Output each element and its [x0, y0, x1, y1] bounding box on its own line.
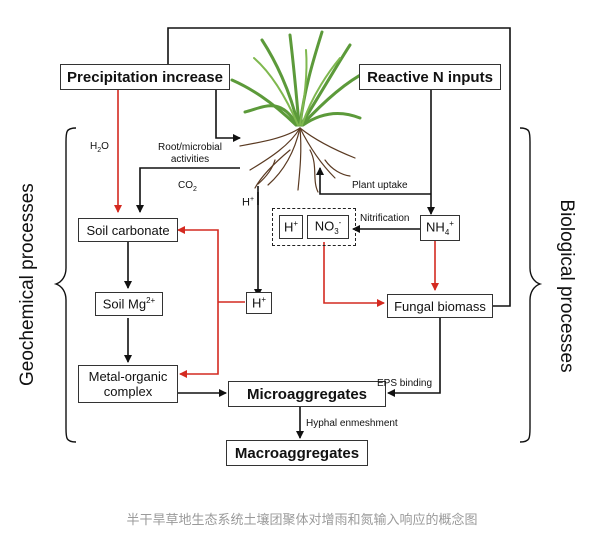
fungal-biomass-box: Fungal biomass [387, 294, 493, 318]
co2-subscript: 2 [193, 186, 197, 193]
soil-carbonate-box: Soil carbonate [78, 218, 178, 242]
metal-organic-line1: Metal-organic [88, 369, 168, 384]
no3-charge: - [338, 218, 342, 228]
macroaggregates-label: Macroaggregates [234, 444, 360, 462]
microaggregates-label: Microaggregates [246, 385, 368, 403]
root-microbial-line2: activities [170, 154, 210, 165]
right-brace [519, 127, 543, 443]
hyphal-enmeshment-label: Hyphal enmeshment [306, 418, 398, 429]
h-plus-flow-charge: + [249, 196, 255, 203]
left-brace [53, 127, 77, 443]
root-microbial-label: Root/microbial activities [150, 142, 230, 166]
fungal-biomass-label: Fungal biomass [394, 298, 486, 314]
nitrification-label: Nitrification [360, 213, 410, 224]
h2o-label: H2O [90, 141, 109, 157]
nh4-text: NH [426, 219, 445, 235]
no3-label: NO3- [315, 218, 342, 236]
h-plus-box: H+ [246, 292, 272, 314]
nh4-box: NH4+ [420, 215, 460, 241]
nh4-charge: + [449, 219, 454, 229]
soil-mg-box: Soil Mg2+ [95, 292, 163, 316]
h-plus-inner-charge: + [293, 219, 299, 229]
h2o-subscript: 2 [97, 147, 102, 154]
h-plus-box-label: H+ [252, 295, 266, 310]
precipitation-increase-box: Precipitation increase [60, 64, 230, 90]
eps-binding-label: EPS binding [377, 378, 433, 389]
h-plus-inner-text: H [283, 219, 294, 235]
root-microbial-line1: Root/microbial [158, 142, 222, 153]
plant-image [230, 30, 368, 193]
h-plus-inner-box: H+ [279, 215, 303, 239]
precipitation-increase-label: Precipitation increase [67, 68, 223, 86]
microaggregates-box: Microaggregates [228, 381, 386, 407]
co2-label: CO2 [178, 180, 197, 196]
no3-text: NO [314, 218, 335, 234]
h-plus-flow-text: H [242, 196, 250, 209]
h-plus-box-charge: + [261, 295, 267, 305]
geochemical-processes-label: Geochemical processes [17, 183, 38, 386]
soil-mg-label: Soil Mg2+ [103, 296, 155, 311]
soil-mg-charge: 2+ [146, 296, 156, 306]
nh4-subscript: 4 [444, 227, 450, 237]
h2o-tail: O [101, 141, 109, 152]
h-plus-box-text: H [251, 295, 262, 311]
no3-box: NO3- [307, 215, 349, 239]
no3-subscript: 3 [334, 226, 339, 236]
h-plus-inner-label: H+ [284, 219, 298, 234]
h-plus-flow-label: H+ [242, 194, 254, 209]
nh4-label: NH4+ [426, 219, 454, 237]
figure-caption: 半干旱草地生态系统土壤团聚体对增雨和氮输入响应的概念图 [126, 512, 478, 527]
co2-text: CO [178, 180, 193, 191]
soil-mg-text: Soil Mg [102, 296, 147, 312]
macroaggregates-box: Macroaggregates [226, 440, 368, 466]
plant-uptake-label: Plant uptake [352, 180, 408, 191]
reactive-n-inputs-label: Reactive N inputs [367, 68, 493, 86]
metal-organic-complex-box: Metal-organic complex [78, 365, 178, 403]
nitrification-products-group [272, 208, 356, 246]
reactive-n-inputs-box: Reactive N inputs [359, 64, 501, 90]
soil-carbonate-label: Soil carbonate [86, 222, 170, 238]
metal-organic-line2: complex [103, 384, 153, 399]
biological-processes-label: Biological processes [556, 199, 577, 373]
h2o-text: H [90, 141, 98, 152]
